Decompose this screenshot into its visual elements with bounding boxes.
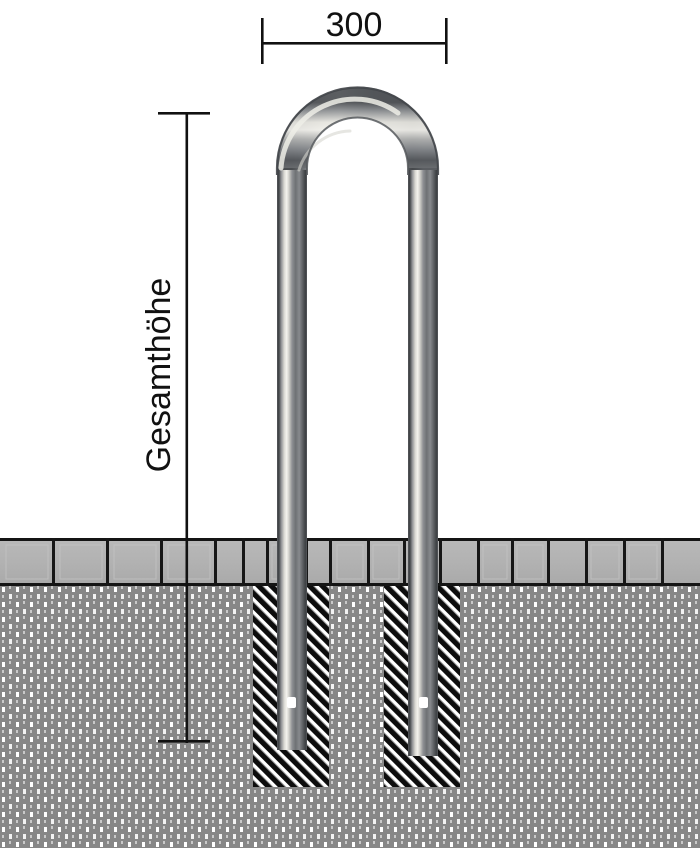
soil-layer xyxy=(0,586,700,848)
dimension-width-300 xyxy=(261,18,448,64)
hoop-post-left xyxy=(277,165,307,750)
height-dimension-line xyxy=(185,113,189,743)
hoop-post-left-edge xyxy=(277,165,279,750)
width-ext-line-left xyxy=(261,18,264,64)
bike-hoop xyxy=(275,86,440,756)
hoop-specular-inner xyxy=(297,129,352,172)
paving-layer xyxy=(0,538,700,586)
dimension-total-height xyxy=(158,112,210,743)
height-tick-bottom xyxy=(158,740,210,743)
hoop-crown-highlight xyxy=(277,87,438,169)
anchor-mark-right xyxy=(419,697,428,708)
height-dimension-label: Gesamthöhe xyxy=(140,278,178,473)
hoop-specular-outer xyxy=(278,96,401,171)
width-dimension-line xyxy=(261,42,447,45)
width-ext-line-right xyxy=(445,18,448,64)
anchor-mark-left xyxy=(287,697,296,708)
width-dimension-label: 300 xyxy=(326,6,383,44)
hoop-outline-inner xyxy=(306,116,409,175)
height-tick-top xyxy=(158,112,210,115)
hoop-outline-outer xyxy=(275,86,440,175)
hoop-post-right xyxy=(408,165,438,756)
hoop-post-right-edge xyxy=(436,165,438,756)
